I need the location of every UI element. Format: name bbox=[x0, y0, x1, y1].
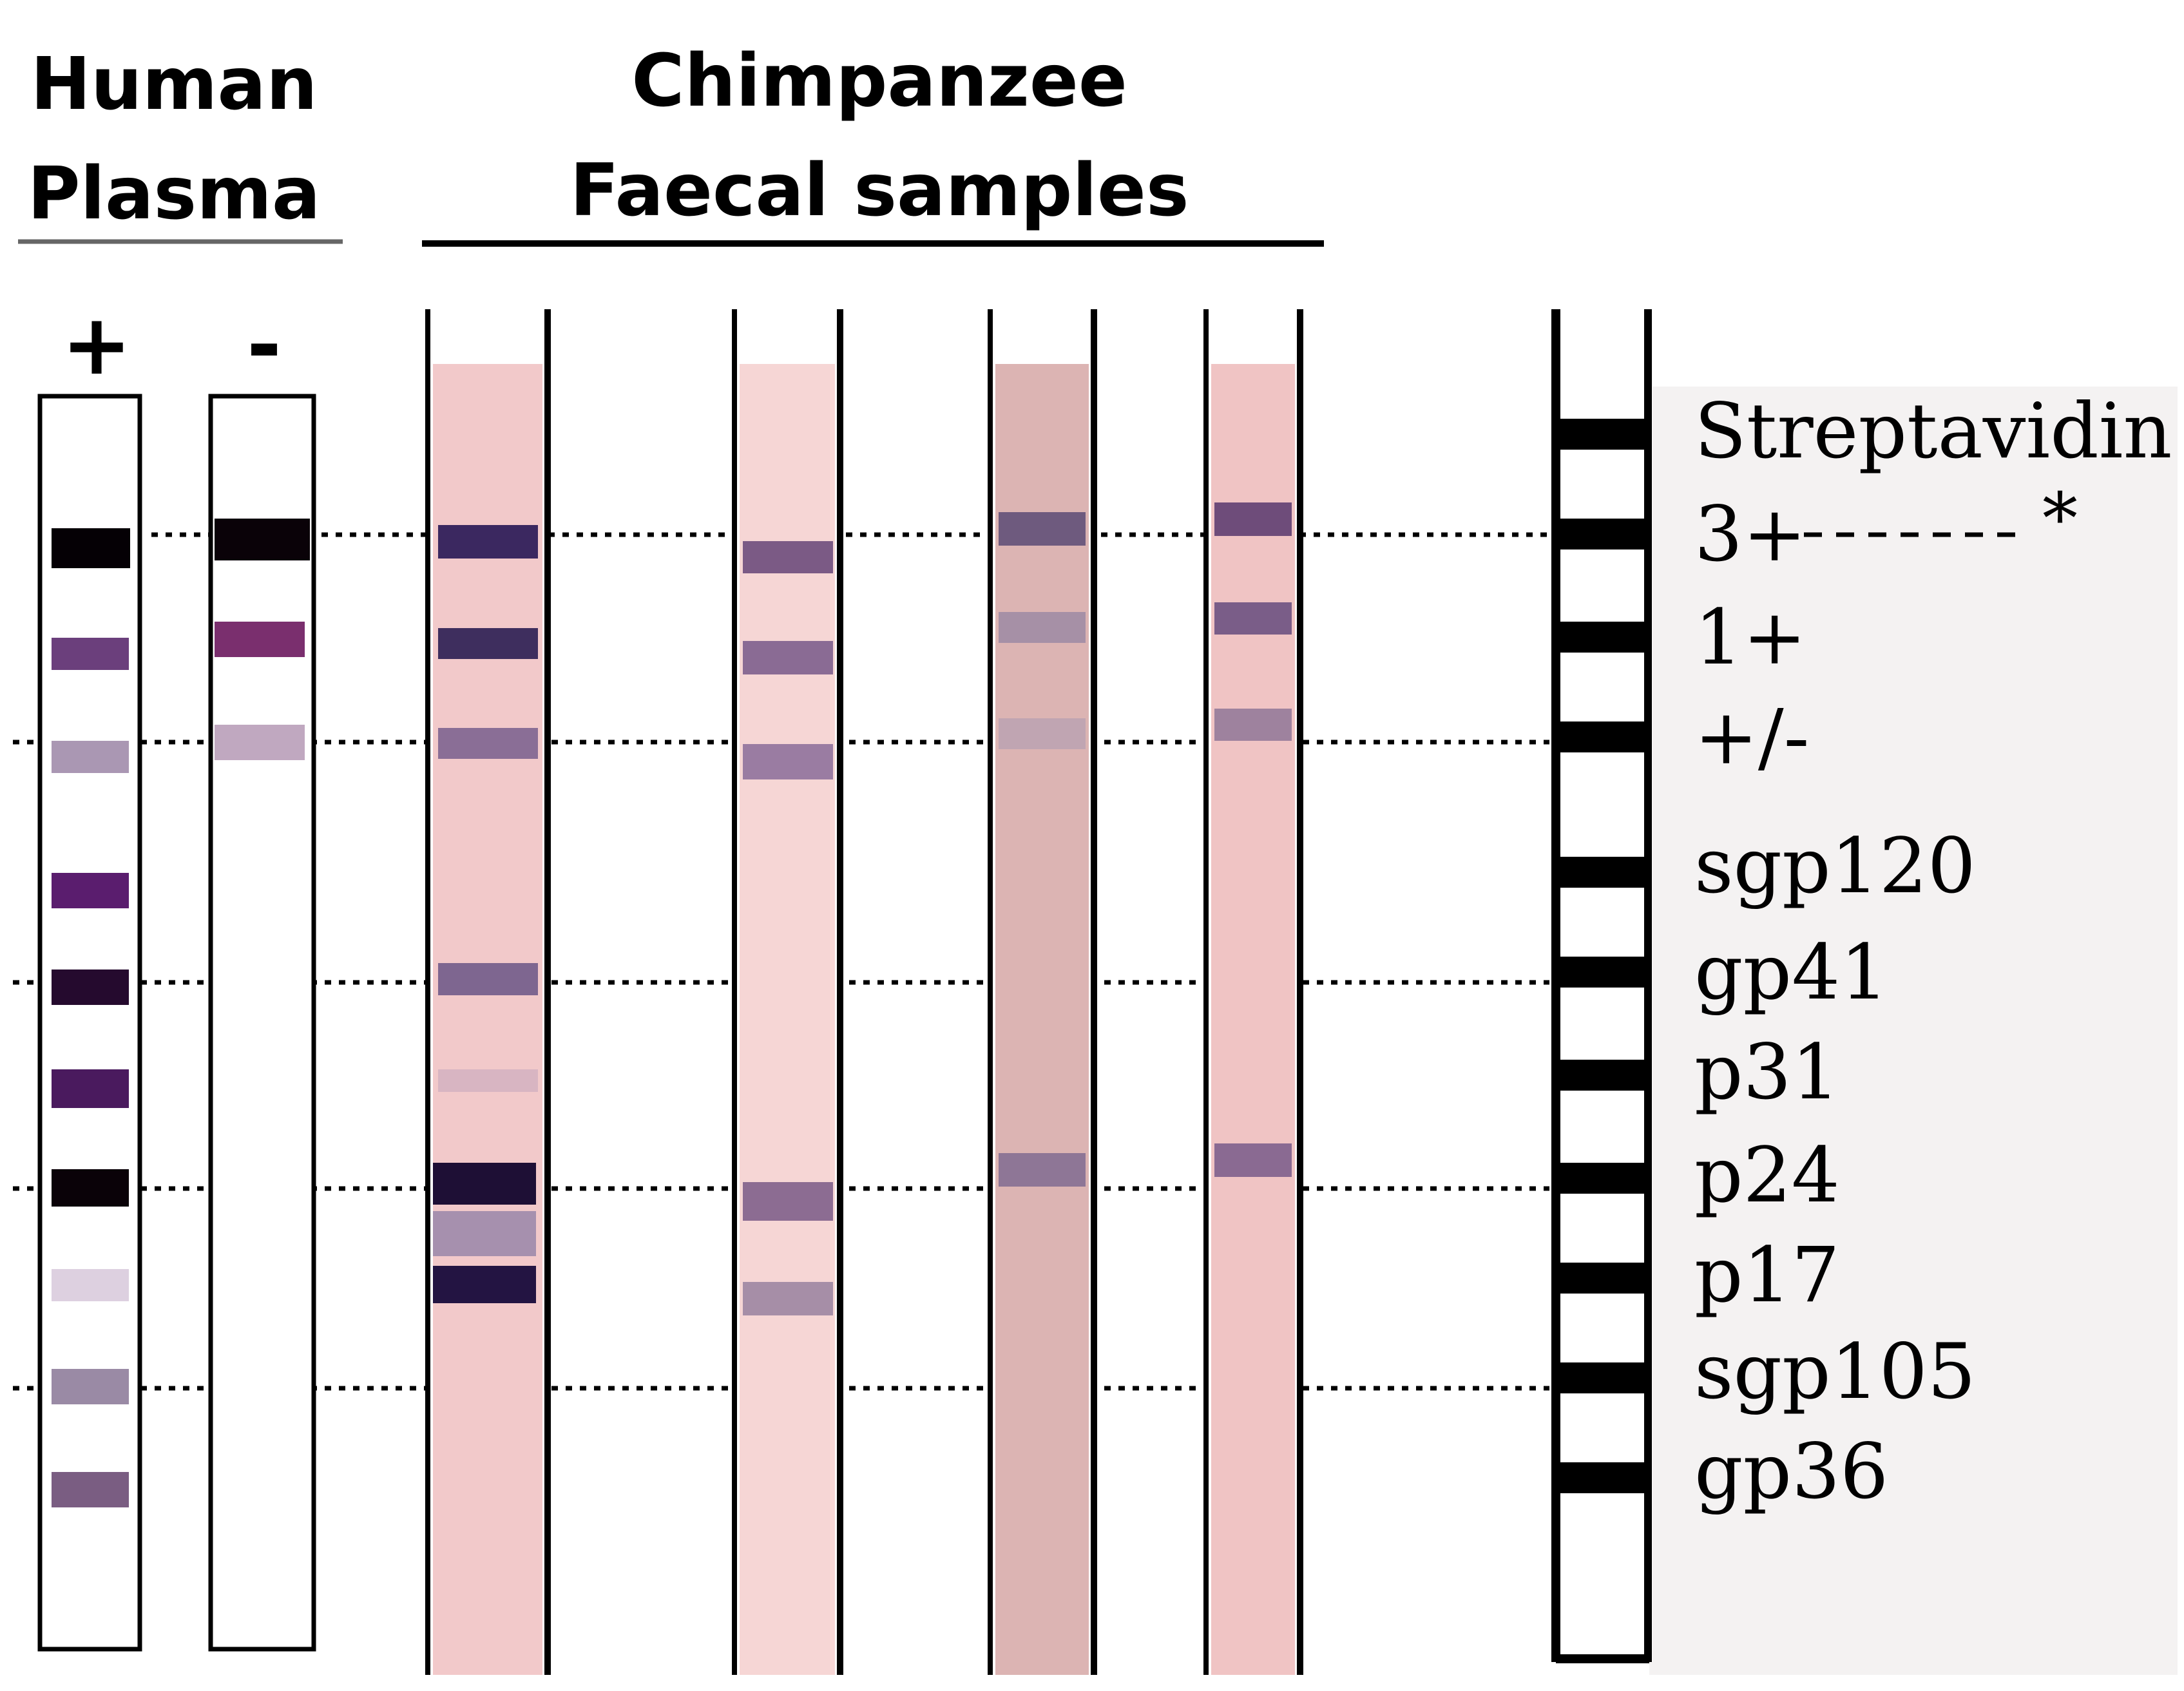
negative-band bbox=[215, 725, 305, 760]
reference-band bbox=[1556, 857, 1651, 888]
chimp1-band bbox=[438, 963, 538, 995]
chimp-strip-4 bbox=[1211, 364, 1295, 1675]
chimp2-band bbox=[743, 641, 833, 674]
chimp1-band bbox=[438, 525, 538, 559]
positive-band bbox=[52, 1369, 129, 1404]
band-label-1plus: 1+ bbox=[1694, 593, 1806, 682]
chimp2-band bbox=[743, 1182, 833, 1221]
reference-band bbox=[1556, 957, 1651, 988]
chimp1-band bbox=[438, 1069, 538, 1092]
chimp3-band bbox=[999, 718, 1086, 749]
chimp-strip-2 bbox=[740, 364, 835, 1675]
band-label-3plus-marker: * bbox=[2042, 477, 2078, 560]
negative-band bbox=[215, 622, 305, 657]
reference-band bbox=[1556, 721, 1651, 752]
chimp-strip-1 bbox=[433, 364, 542, 1675]
positive-band bbox=[52, 873, 129, 908]
reference-band bbox=[1556, 1462, 1651, 1493]
chimp3-band bbox=[999, 512, 1086, 546]
band-label-gp36: gp36 bbox=[1694, 1427, 1889, 1516]
band-label-sgp120: sgp120 bbox=[1694, 821, 1976, 910]
chimp1-band bbox=[438, 728, 538, 759]
chimp-strip-3 bbox=[995, 364, 1089, 1675]
band-label-plus-minus: +/- bbox=[1694, 693, 1810, 781]
band-label-p17: p17 bbox=[1694, 1230, 1840, 1319]
reference-band bbox=[1556, 1163, 1651, 1194]
negative-control-sign: - bbox=[247, 296, 282, 394]
label-card-background bbox=[1649, 387, 2178, 1675]
positive-band bbox=[52, 1069, 129, 1108]
positive-band bbox=[52, 1169, 129, 1207]
reference-band bbox=[1556, 1263, 1651, 1294]
human-header-line2: Plasma bbox=[27, 152, 321, 236]
reference-band bbox=[1556, 419, 1651, 450]
band-label-p31: p31 bbox=[1694, 1027, 1840, 1116]
human-header-line1: Human bbox=[30, 43, 318, 126]
positive-band bbox=[52, 638, 129, 670]
reference-band bbox=[1556, 1362, 1651, 1393]
chimp-header-line2: Faecal samples bbox=[570, 149, 1189, 233]
chimp1-band bbox=[433, 1163, 536, 1205]
positive-band bbox=[52, 528, 130, 568]
negative-band bbox=[215, 519, 310, 560]
band-label-streptavidin: Streptavidin bbox=[1694, 387, 2172, 475]
positive-band bbox=[52, 741, 129, 773]
chimp3-band bbox=[999, 1153, 1086, 1187]
reference-band bbox=[1556, 1060, 1651, 1091]
positive-band bbox=[52, 970, 129, 1005]
positive-control-sign: + bbox=[61, 296, 132, 394]
band-label-p24: p24 bbox=[1694, 1131, 1840, 1219]
band-label-3plus: 3+ bbox=[1694, 490, 1806, 578]
reference-band bbox=[1556, 519, 1651, 549]
chimp1-band bbox=[433, 1266, 536, 1303]
reference-band bbox=[1556, 622, 1651, 653]
chimp1-band bbox=[433, 1211, 536, 1256]
band-label-sgp105: sgp105 bbox=[1694, 1327, 1976, 1416]
positive-band bbox=[52, 1472, 129, 1507]
chimp-header-line1: Chimpanzee bbox=[631, 39, 1127, 123]
band-label-gp41: gp41 bbox=[1694, 928, 1889, 1017]
chimp4-band bbox=[1214, 502, 1292, 536]
chimp2-band bbox=[743, 541, 833, 573]
chimp4-band bbox=[1214, 602, 1292, 635]
negative-control-strip bbox=[208, 394, 316, 1652]
chimp2-band bbox=[743, 1282, 833, 1315]
chimp4-band bbox=[1214, 709, 1292, 741]
chimp3-band bbox=[999, 612, 1086, 643]
positive-band bbox=[52, 1269, 129, 1301]
chimp1-band bbox=[438, 628, 538, 659]
chimp4-band bbox=[1214, 1143, 1292, 1177]
positive-control-strip bbox=[37, 394, 142, 1652]
chimp2-band bbox=[743, 744, 833, 779]
